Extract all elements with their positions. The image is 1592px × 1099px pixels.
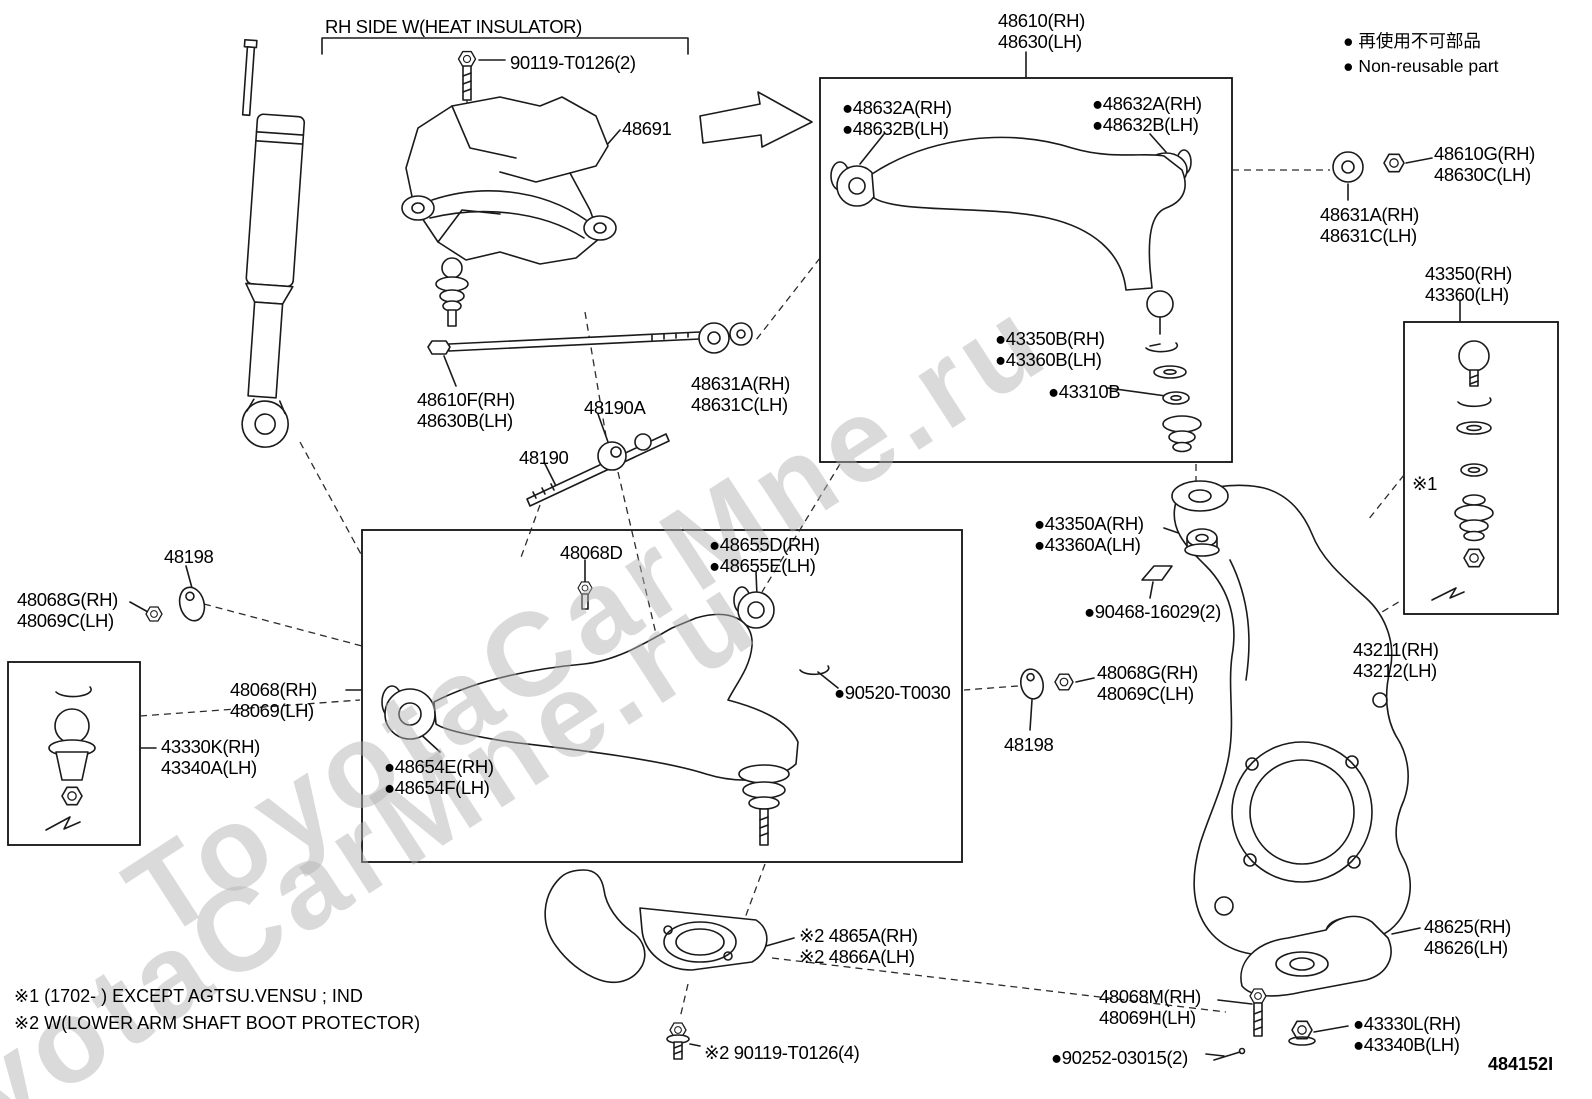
label-90468-16029: ●90468-16029(2) (1084, 601, 1221, 622)
label-43310b: ●43310B (1048, 381, 1121, 402)
lower-ball-joint-bracket-drawing (1240, 915, 1392, 997)
label-48190a: 48190A (584, 397, 646, 418)
label-43350b-43360b: ●43350B(RH) ●43360B(LH) (995, 328, 1105, 371)
label-48198-right: 48198 (1004, 734, 1054, 755)
footnote-2: ※2 W(LOWER ARM SHAFT BOOT PROTECTOR) (14, 1013, 421, 1033)
label-48632a-right: ●48632A(RH) ●48632B(LH) (1092, 93, 1202, 136)
label-48610g-48630c: 48610G(RH) 48630C(LH) (1434, 143, 1535, 186)
stabilizer-grommet-right-drawing (1019, 668, 1074, 700)
label-48631a-mid: 48631A(RH) 48631C(LH) (691, 373, 790, 416)
label-48068g-right: 48068G(RH) 48069C(LH) (1097, 662, 1198, 705)
label-90520-t0030: ●90520-T0030 (834, 682, 951, 703)
label-43211-43212: 43211(RH) 43212(LH) (1353, 639, 1439, 682)
label-ref-1: ※1 (1412, 473, 1437, 494)
legend-nonreusable-en: ● Non-reusable part (1343, 56, 1499, 76)
label-43330k-43340a: 43330K(RH) 43340A(LH) (161, 736, 260, 779)
label-90119-t0126-top: 90119-T0126(2) (510, 52, 636, 73)
solid-leader-lines (129, 51, 1461, 1057)
stabilizer-grommet-left-drawing (145, 586, 206, 622)
upper-ball-joint-parts-drawing (1145, 290, 1202, 453)
shaft-48190-drawing (526, 433, 670, 507)
label-90252-03015: ●90252-03015(2) (1051, 1047, 1188, 1068)
label-48631a-right: 48631A(RH) 48631C(LH) (1320, 204, 1419, 247)
bolt-48068m-drawing (1249, 988, 1267, 1037)
camber-bolt-drawing (427, 322, 753, 355)
boot-protector-drawing (544, 869, 768, 984)
footnote-1: ※1 (1702- ) EXCEPT AGTSU.VENSU ; IND (14, 986, 363, 1006)
direction-arrow (699, 91, 813, 148)
label-48068d: 48068D (560, 542, 623, 563)
upper-control-arm-drawing (830, 136, 1192, 291)
label-48654e-48654f: ●48654E(RH) ●48654F(LH) (384, 756, 494, 799)
label-48625-48626: 48625(RH) 48626(LH) (1424, 916, 1511, 959)
nut-43350a-drawing (1184, 528, 1220, 557)
shock-absorber-drawing (241, 38, 306, 448)
label-48068-48069: 48068(RH) 48069(LH) (230, 679, 317, 722)
label-48068g-left: 48068G(RH) 48069C(LH) (17, 589, 118, 632)
nut-43330l-drawing (1288, 1020, 1316, 1046)
label-48691: 48691 (622, 118, 672, 139)
steering-knuckle-drawing (1171, 480, 1411, 956)
label-48655d-48655e: ●48655D(RH) ●48655E(LH) (709, 534, 820, 577)
diagram-code: 484152I (1488, 1054, 1554, 1074)
washer-and-nut-drawing (1332, 151, 1405, 183)
bolt-90119-bottom-drawing (666, 1022, 690, 1060)
label-48198-left: 48198 (164, 546, 214, 567)
lower-control-arm-drawing (381, 581, 830, 846)
label-4865a-4866a: ※2 4865A(RH) ※2 4866A(LH) (799, 925, 918, 968)
bolt-90119-top-drawing (457, 50, 477, 101)
label-48610-48630: 48610(RH) 48630(LH) (998, 10, 1085, 53)
label-48632a-left: ●48632A(RH) ●48632B(LH) (842, 97, 952, 140)
ball-joint-kit-parts-drawing (1431, 340, 1494, 601)
heat-insulator-drawing (401, 96, 617, 327)
label-43350-43360: 43350(RH) 43360(LH) (1425, 263, 1512, 306)
header-bracket (321, 37, 689, 55)
clip-90468-drawing (1141, 565, 1173, 581)
label-43350a-43360a: ●43350A(RH) ●43360A(LH) (1034, 513, 1144, 556)
label-48610f-48630b: 48610F(RH) 48630B(LH) (417, 389, 515, 432)
header-box-label: RH SIDE W(HEAT INSULATOR) (325, 16, 582, 37)
label-48068m-48069h: 48068M(RH) 48069H(LH) (1099, 986, 1201, 1029)
legend-nonreusable-jp: ● 再使用不可部品 (1343, 31, 1481, 51)
pin-90252-drawing (1213, 1047, 1246, 1061)
label-48190: 48190 (519, 447, 569, 468)
label-90119-t0126-bottom: ※2 90119-T0126(4) (704, 1042, 860, 1063)
label-43330l-43340b: ●43330L(RH) ●43340B(LH) (1353, 1013, 1461, 1056)
lower-ball-joint-kit-drawing (45, 686, 96, 831)
